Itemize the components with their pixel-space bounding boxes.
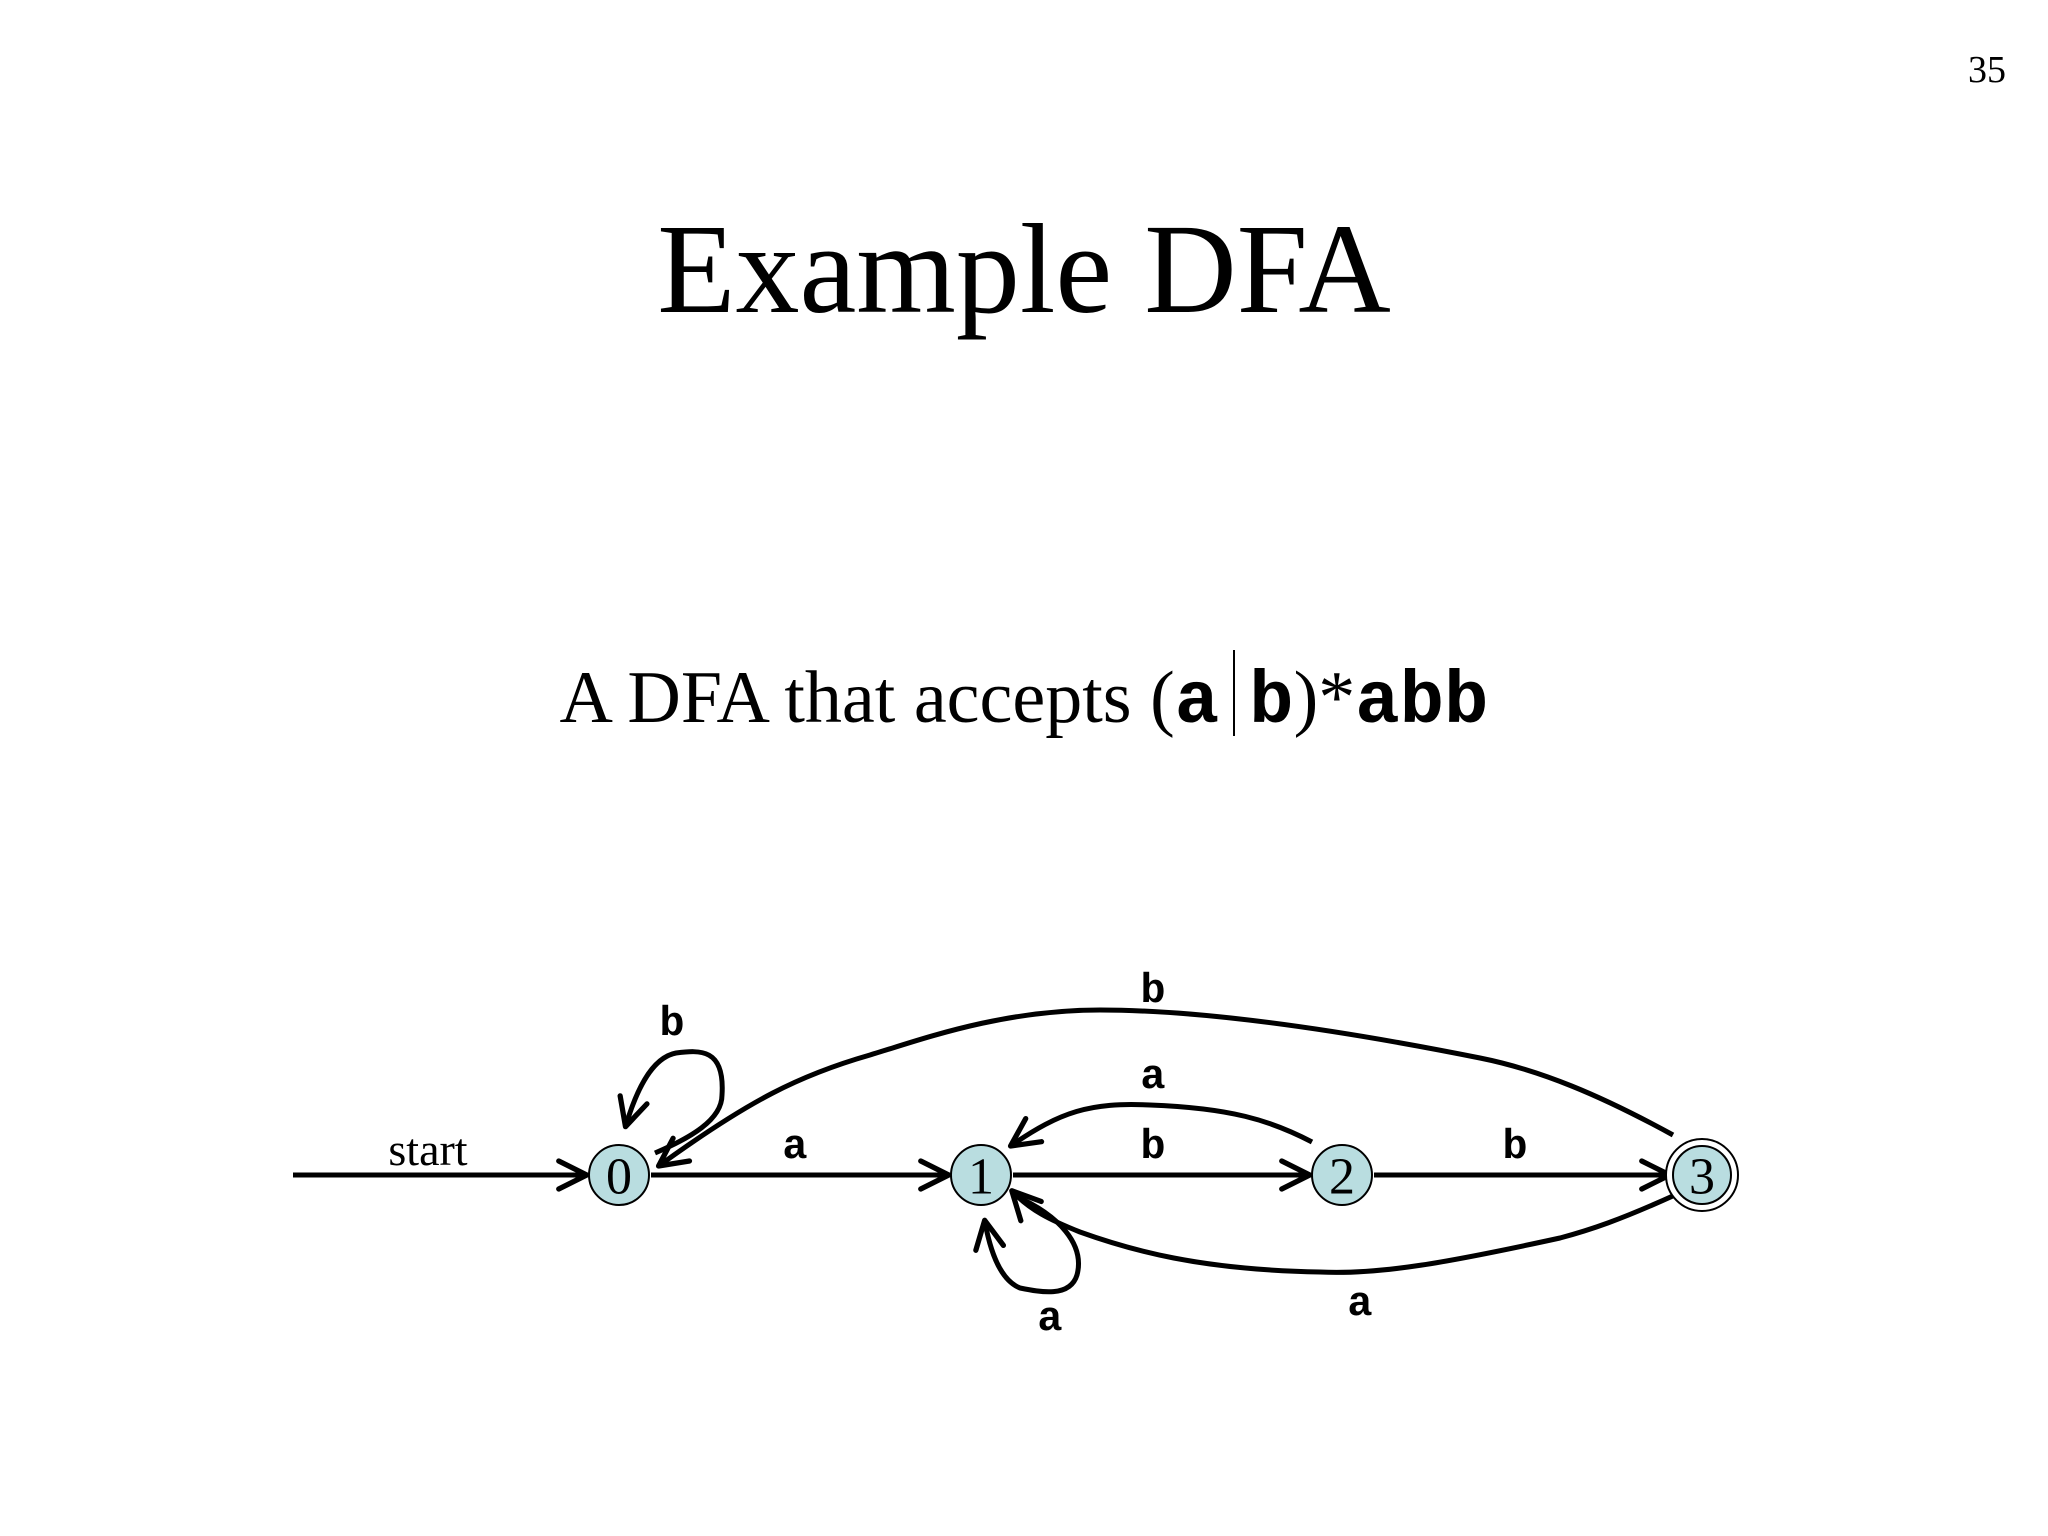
alternation-bar [1233,650,1236,736]
edge-3-0 [655,1007,1675,1169]
state-3: 3 [1665,1138,1739,1212]
state-1-label: 1 [968,1149,994,1206]
state-0: 0 [588,1144,650,1206]
edge-label-2-3: b [1502,1123,1527,1171]
edge-label-3-0: b [1140,967,1165,1015]
edge-label-2-1: a [1140,1053,1165,1101]
edge-label-1-2: b [1140,1123,1165,1171]
state-1-circle [950,1144,1012,1206]
edge-label-0-1: a [782,1123,807,1171]
page-number: 35 [1968,49,2006,91]
subtitle-suffix: abb [1355,661,1489,745]
edge-label-3-1: a [1347,1280,1372,1328]
state-3-label: 3 [1689,1149,1715,1206]
edge-0-0 [617,1049,725,1156]
edge-label-0-0: b [659,1000,684,1048]
edge-3-1 [1009,1188,1677,1275]
subtitle-symbol-a: a [1174,661,1220,745]
start-label: start [388,1124,467,1175]
subtitle-symbol-b: b [1249,661,1294,745]
state-3-circle [1672,1145,1732,1205]
state-2: 2 [1311,1144,1373,1206]
state-2-circle [1311,1144,1373,1206]
edge-2-1 [1007,1102,1314,1149]
state-1: 1 [950,1144,1012,1206]
state-0-label: 0 [606,1149,632,1206]
state-2-label: 2 [1329,1149,1355,1206]
subtitle-prefix: A DFA that accepts ( [559,657,1175,739]
state-0-circle [588,1144,650,1206]
slide-title: Example DFA [657,198,1391,340]
edge-label-1-1: a [1037,1295,1062,1343]
subtitle-closure: )* [1293,657,1356,739]
